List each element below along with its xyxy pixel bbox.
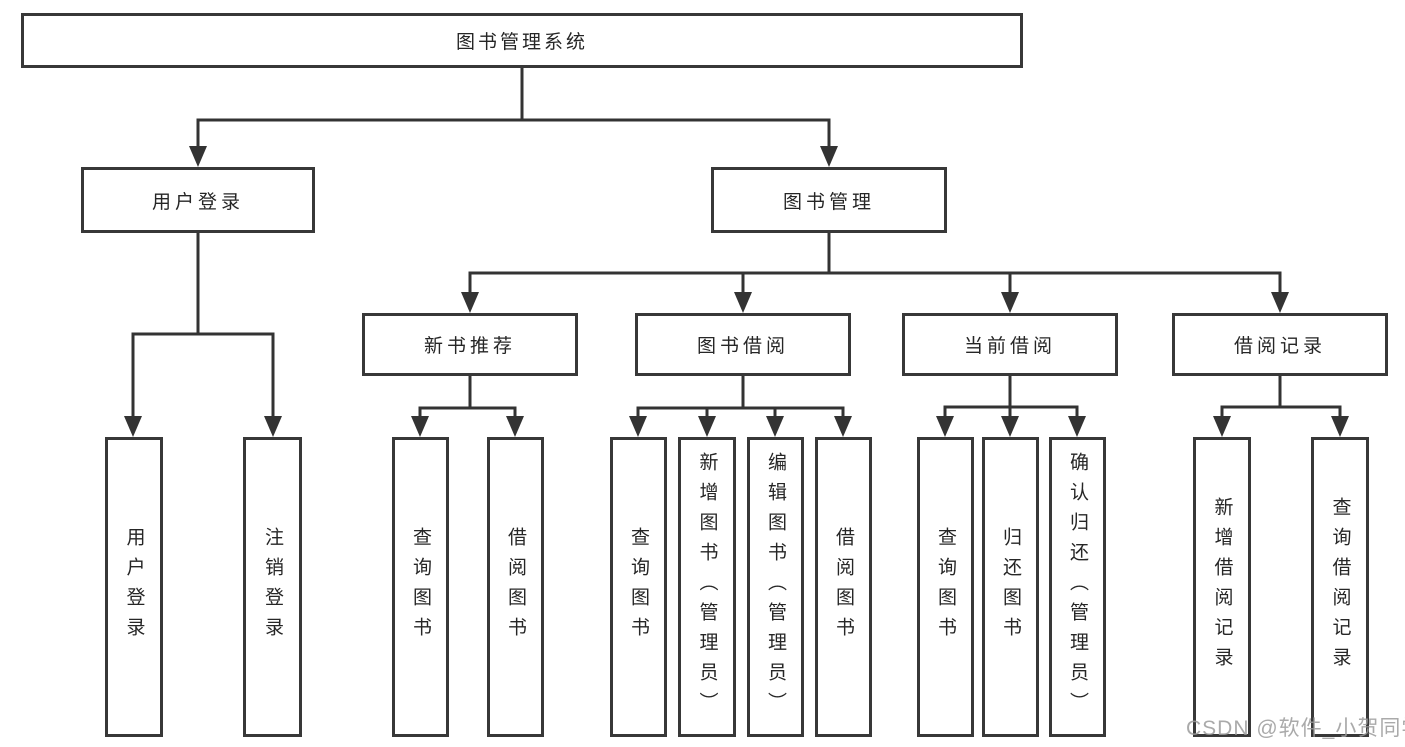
leaf-user-login: 用户登录 <box>105 437 163 737</box>
node-borrowing-records: 借阅记录 <box>1172 313 1388 376</box>
leaf-query-borrow-record: 查询借阅记录 <box>1311 437 1369 737</box>
node-current-borrowing: 当前借阅 <box>902 313 1118 376</box>
leaf-confirm-return-admin: 确认归还（管理员） <box>1049 437 1106 737</box>
leaf-edit-book-admin: 编辑图书（管理员） <box>747 437 804 737</box>
node-label: 用户登录 <box>123 527 145 647</box>
leaf-borrow-books-borrowing: 借阅图书 <box>815 437 872 737</box>
leaf-add-book-admin: 新增图书（管理员） <box>678 437 736 737</box>
node-book-borrowing: 图书借阅 <box>635 313 851 376</box>
leaf-borrow-books-recommend: 借阅图书 <box>487 437 544 737</box>
node-library-management-system: 图书管理系统 <box>21 13 1023 68</box>
node-label: 新增借阅记录 <box>1211 497 1233 677</box>
node-label: 查询图书 <box>410 527 431 647</box>
leaf-logout: 注销登录 <box>243 437 302 737</box>
node-user-login: 用户登录 <box>81 167 315 233</box>
leaf-query-books-recommend: 查询图书 <box>392 437 449 737</box>
node-label: 借阅图书 <box>833 527 854 647</box>
node-label: 确认归还（管理员） <box>1067 452 1088 722</box>
node-label: 归还图书 <box>1000 527 1021 647</box>
node-book-management: 图书管理 <box>711 167 947 233</box>
node-label: 图书管理系统 <box>455 32 588 53</box>
csdn-watermark: CSDN @软件_小贺同学 <box>1186 717 1405 740</box>
node-new-book-recommend: 新书推荐 <box>362 313 578 376</box>
node-label: 用户登录 <box>151 191 244 213</box>
leaf-return-books: 归还图书 <box>982 437 1039 737</box>
node-label: 查询图书 <box>628 527 649 647</box>
node-label: 新增图书（管理员） <box>696 452 718 722</box>
node-label: 查询图书 <box>935 527 956 647</box>
node-label: 注销登录 <box>262 527 283 647</box>
node-label: 查询借阅记录 <box>1329 497 1351 677</box>
leaf-query-books-borrowing: 查询图书 <box>610 437 667 737</box>
node-label: 图书管理 <box>782 191 875 213</box>
leaf-add-borrow-record: 新增借阅记录 <box>1193 437 1251 737</box>
node-label: 编辑图书（管理员） <box>765 452 786 722</box>
node-label: 当前借阅 <box>963 336 1056 357</box>
node-label: 借阅图书 <box>505 527 526 647</box>
node-label: 新书推荐 <box>423 336 516 357</box>
leaf-query-books-current: 查询图书 <box>917 437 974 737</box>
node-label: 借阅记录 <box>1233 336 1326 357</box>
node-label: 图书借阅 <box>696 336 789 357</box>
